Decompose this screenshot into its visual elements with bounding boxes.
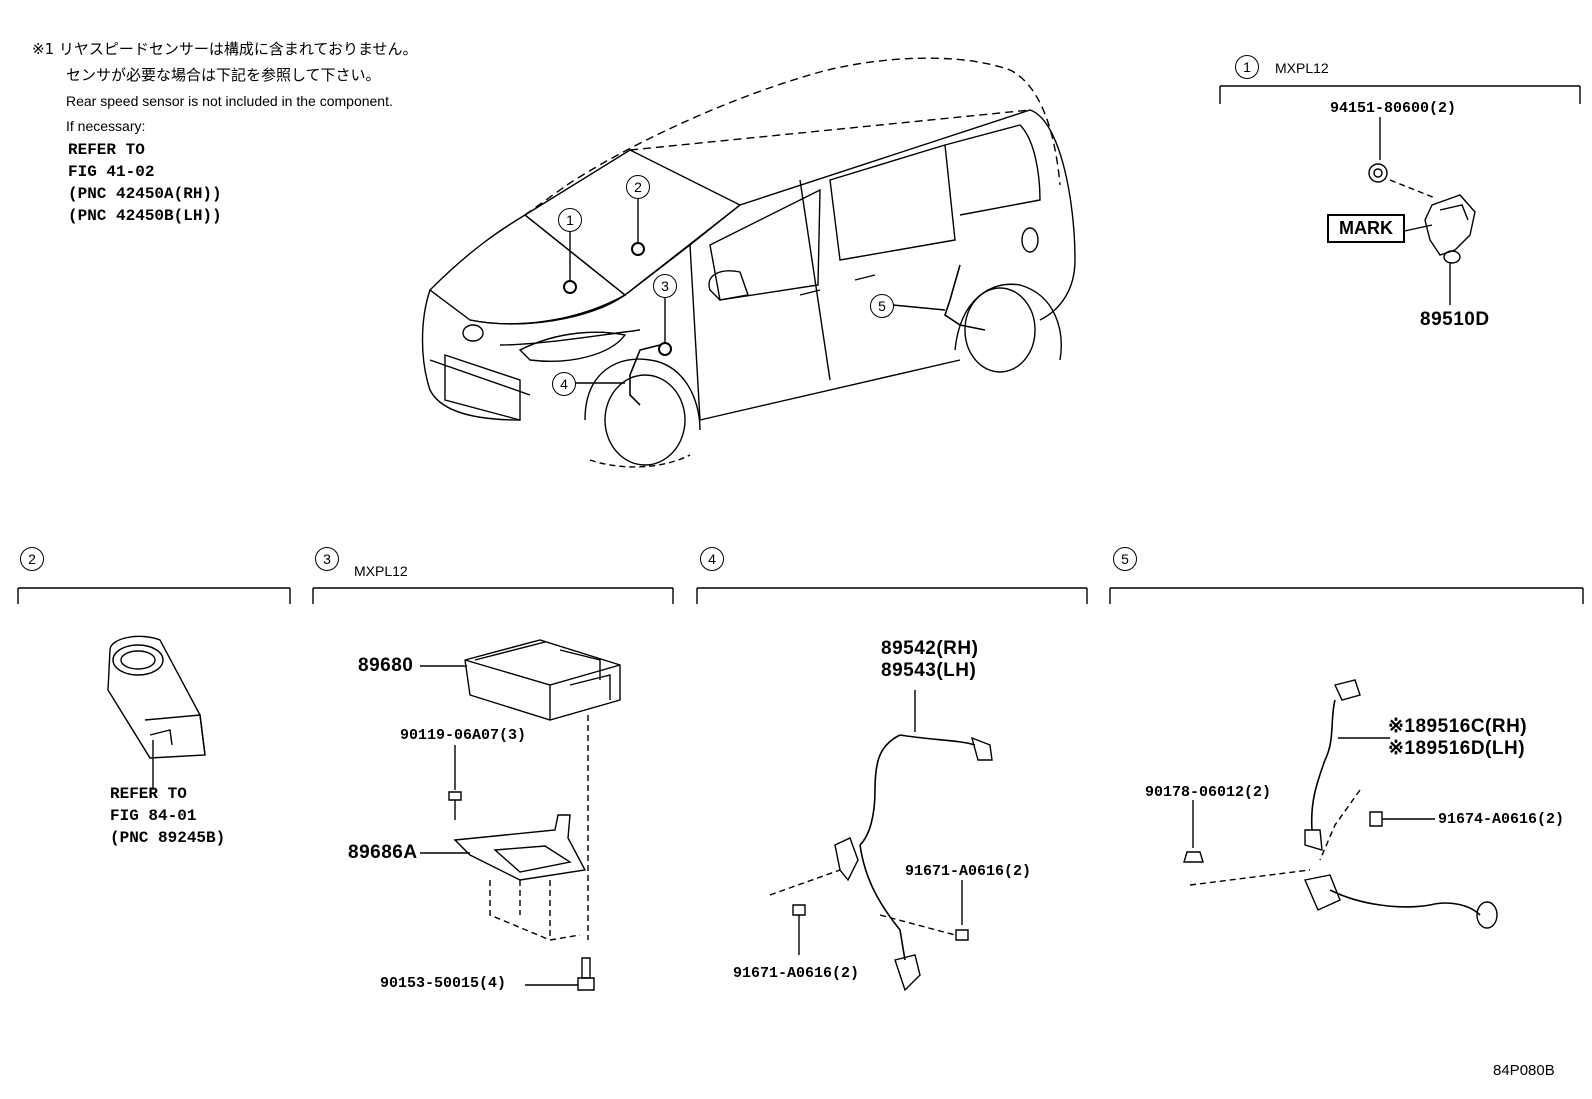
part-91674-a0616[interactable]: 91674-A0616(2) (1438, 811, 1565, 828)
car-callout-4[interactable]: 4 (552, 372, 576, 396)
car-callout-5[interactable]: 5 (870, 294, 894, 318)
section-2-art (107, 635, 206, 790)
section-3-art (420, 639, 621, 991)
figure-code: 84P080B (1493, 1062, 1555, 1079)
note-en-line1: Rear speed sensor is not included in the… (66, 93, 393, 109)
section-3-number: 3 (315, 547, 339, 571)
note-refer-line: (PNC 42450A(RH)) (68, 185, 222, 203)
part-91671-a0616-left[interactable]: 91671-A0616(2) (733, 965, 860, 982)
section-4-number: 4 (700, 547, 724, 571)
note-refer-line: FIG 41-02 (68, 163, 155, 181)
section-2-refer-line: (PNC 89245B) (110, 829, 226, 847)
part-90153-50015[interactable]: 90153-50015(4) (380, 975, 507, 992)
car-callout-3[interactable]: 3 (653, 274, 677, 298)
car-callout-1[interactable]: 1 (558, 208, 582, 232)
part-90178-06012[interactable]: 90178-06012(2) (1145, 784, 1272, 801)
part-94151-80600[interactable]: 94151-80600(2) (1330, 100, 1457, 117)
note-en-line2: If necessary: (66, 118, 146, 134)
note-refer-line: REFER TO (68, 141, 145, 159)
part-89516c-rh[interactable]: ※189516C(RH) (1388, 716, 1528, 737)
part-90119-06a07[interactable]: 90119-06A07(3) (400, 727, 527, 744)
section-2-number: 2 (20, 547, 44, 571)
car-illustration (421, 57, 1076, 468)
mark-label: MARK (1327, 214, 1405, 243)
note-jp-line2: センサが必要な場合は下記を参照して下さい。 (66, 66, 381, 84)
section-1-number: 1 (1235, 55, 1259, 79)
section-1-model: MXPL12 (1275, 60, 1329, 76)
section-5-art (1183, 679, 1498, 929)
part-89686a[interactable]: 89686A (348, 842, 418, 863)
part-89543-lh[interactable]: 89543(LH) (881, 660, 977, 681)
note-jp-line1: ※1 リヤスピードセンサーは構成に含まれておりません。 (32, 40, 418, 58)
section-5-number: 5 (1113, 547, 1137, 571)
section-2-refer-line: REFER TO (110, 785, 187, 803)
section-2-refer-line: FIG 84-01 (110, 807, 197, 825)
section-1-art (1219, 85, 1581, 305)
part-89516d-lh[interactable]: ※189516D(LH) (1388, 738, 1526, 759)
part-89510d[interactable]: 89510D (1420, 309, 1490, 330)
car-callout-2[interactable]: 2 (626, 175, 650, 199)
section-brackets (17, 587, 1584, 604)
note-refer-line: (PNC 42450B(LH)) (68, 207, 222, 225)
part-89680[interactable]: 89680 (358, 655, 414, 676)
section-3-model: MXPL12 (354, 563, 408, 579)
part-89542-rh[interactable]: 89542(RH) (881, 638, 979, 659)
part-91671-a0616-right[interactable]: 91671-A0616(2) (905, 863, 1032, 880)
section-4-art (769, 690, 993, 992)
